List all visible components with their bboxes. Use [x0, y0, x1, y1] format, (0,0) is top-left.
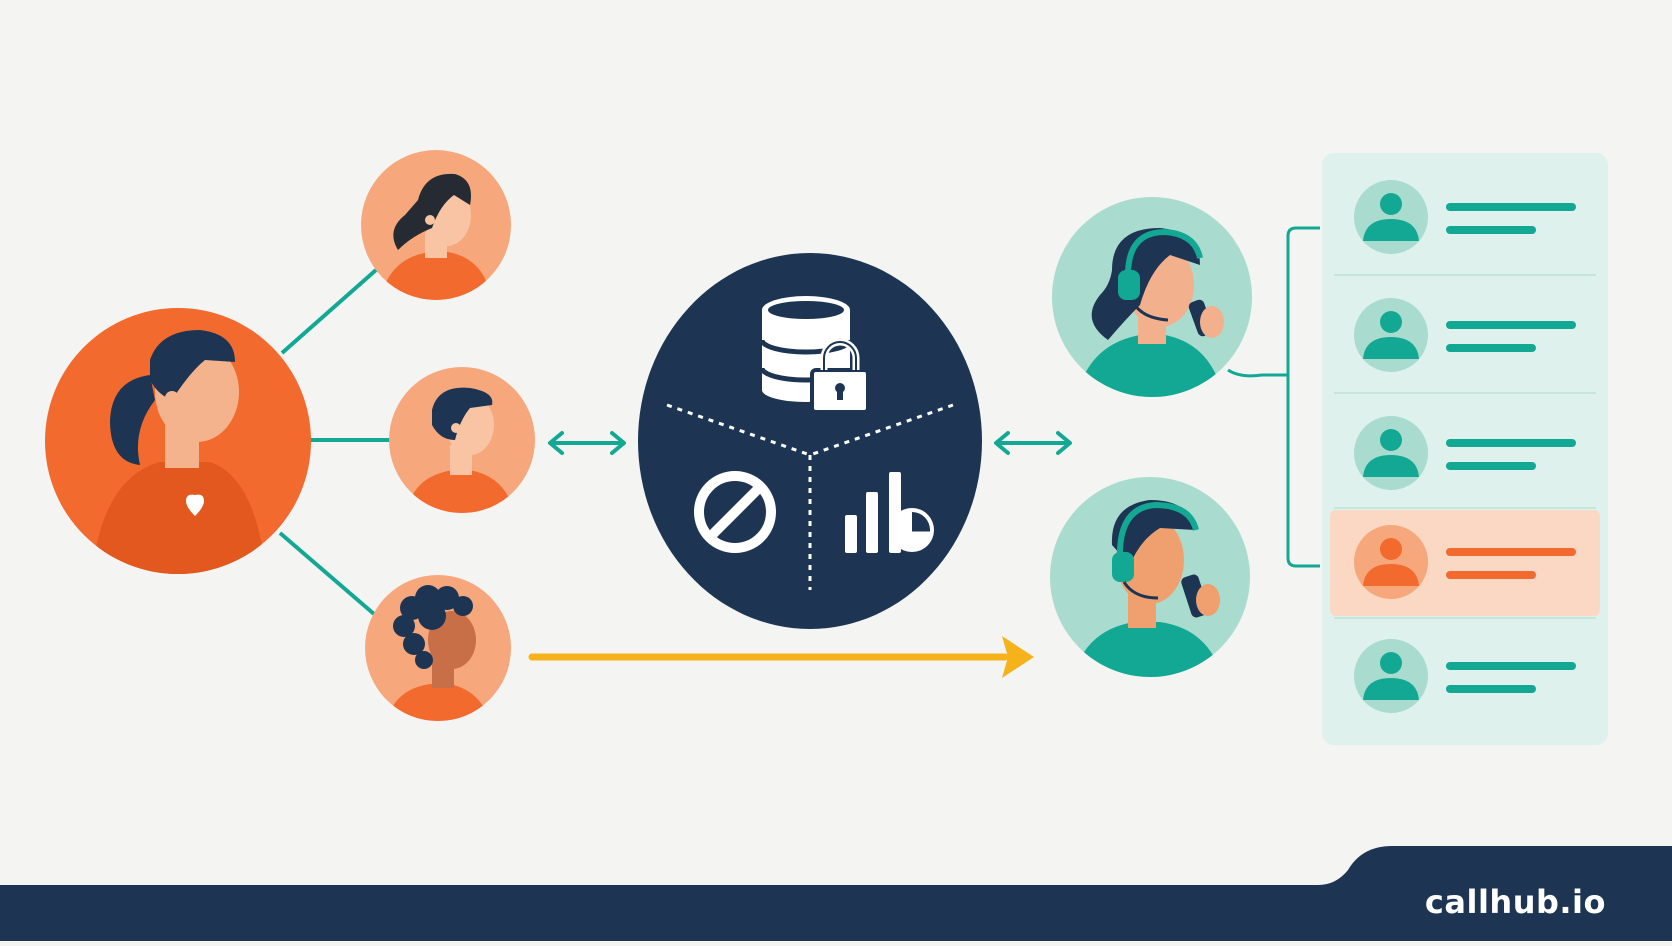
footer-band	[0, 846, 1672, 941]
agent-headset-icon	[1050, 477, 1250, 690]
placeholder-line	[1446, 344, 1536, 352]
brand-logo: callhub.io	[1425, 883, 1606, 921]
placeholder-line	[1446, 321, 1576, 329]
arrow-icon	[532, 636, 1034, 678]
arrow-icon	[550, 433, 624, 453]
placeholder-line	[1446, 226, 1536, 234]
supporter-avatar-1	[361, 150, 511, 310]
volunteer-avatar	[45, 308, 311, 600]
supporter-avatar-3	[365, 575, 511, 730]
placeholder-line	[1446, 439, 1576, 447]
data-hub	[638, 253, 982, 629]
placeholder-line	[1446, 662, 1576, 670]
placeholder-line	[1446, 548, 1576, 556]
arrow-icon	[996, 433, 1070, 453]
supporter-avatar-2	[389, 367, 535, 520]
placeholder-line	[1446, 685, 1536, 693]
placeholder-line	[1446, 571, 1536, 579]
placeholder-line	[1446, 203, 1576, 211]
placeholder-line	[1446, 462, 1536, 470]
agent-headset-icon	[1052, 197, 1252, 405]
